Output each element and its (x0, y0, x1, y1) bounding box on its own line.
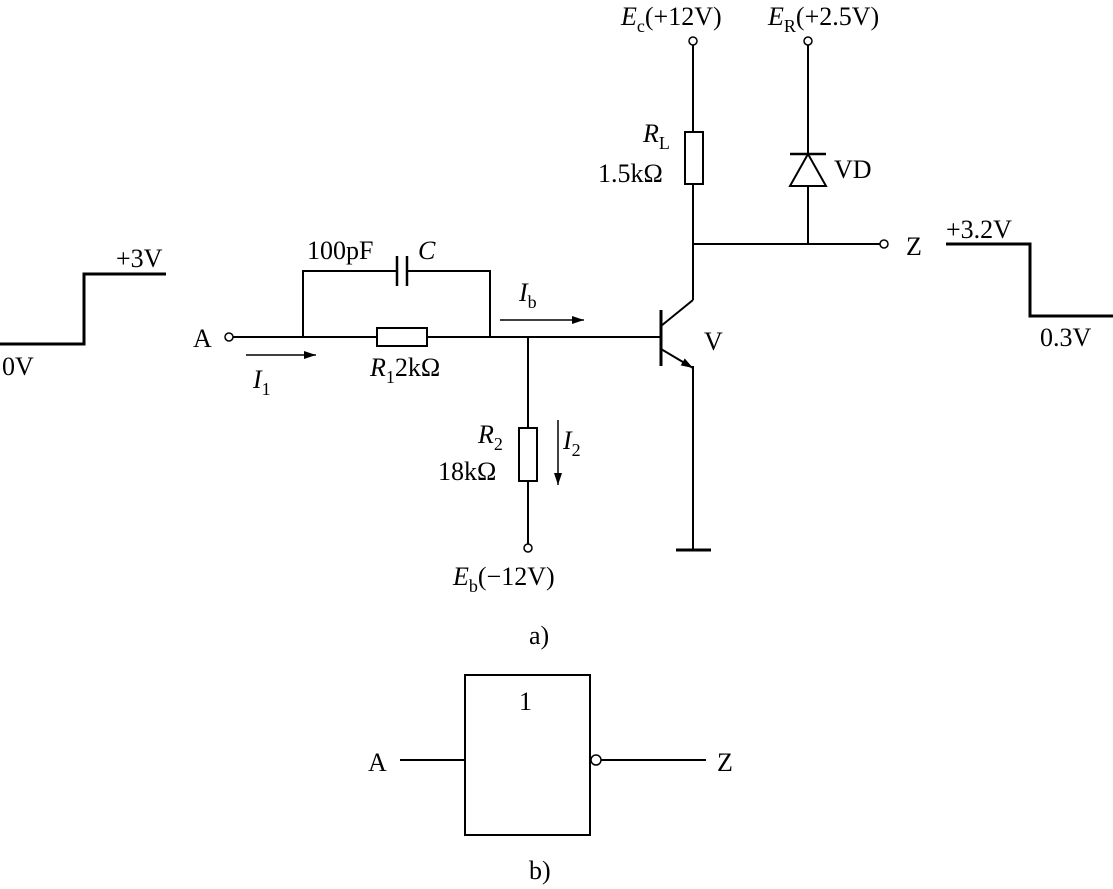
ec-subscript: c (637, 16, 645, 36)
ec-symbol: E (620, 2, 637, 31)
output-high-label: +3.2V (946, 215, 1012, 244)
ec-value: (+12V) (645, 2, 722, 31)
input-low-label: 0V (2, 352, 34, 381)
i1-symbol: I (252, 365, 263, 394)
r2-value: 18kΩ (438, 457, 496, 486)
resistor-r2: R2 18kΩ (438, 337, 538, 553)
transistor-label: V (704, 327, 723, 356)
svg-text:Ec(+12V): Ec(+12V) (620, 2, 722, 36)
output-waveform: +3.2V 0.3V (946, 215, 1113, 352)
gate-box (464, 674, 591, 836)
diode-vd: VD (788, 36, 872, 244)
i2-subscript: 2 (572, 440, 581, 460)
current-i2: I2 (554, 420, 581, 485)
eb-terminal (523, 543, 533, 553)
input-waveform: 0V +3V (0, 244, 166, 381)
not-gate: 1 A Z (368, 674, 733, 836)
ec-terminal (688, 36, 698, 46)
gate-input-label: A (368, 748, 387, 777)
ib-symbol: I (518, 278, 529, 307)
current-ib: Ib (500, 278, 584, 324)
gate-symbol: 1 (519, 687, 532, 716)
eb-value: (−12V) (478, 562, 555, 591)
eb-symbol: E (452, 562, 469, 591)
svg-text:Eb(−12V): Eb(−12V) (452, 562, 555, 596)
svg-text:R2: R2 (477, 420, 503, 454)
er-subscript: R (784, 16, 796, 36)
r1-symbol: R (369, 353, 386, 382)
output-terminal-z (879, 239, 889, 249)
er-terminal (803, 36, 813, 46)
transistor-v: V (645, 299, 723, 552)
caption-a: a) (529, 621, 549, 650)
capacitor-name: C (418, 236, 436, 265)
r1-subscript: 1 (386, 367, 395, 387)
i2-symbol: I (562, 426, 573, 455)
i1-subscript: 1 (262, 379, 271, 399)
er-value: (+2.5V) (796, 2, 879, 31)
rl-symbol: R (642, 119, 659, 148)
rl-subscript: L (659, 133, 670, 153)
resistor-rl: RL 1.5kΩ (598, 36, 704, 300)
capacitor-c: 100pF C (302, 236, 491, 337)
node-a-label: A (193, 324, 212, 353)
rl-value: 1.5kΩ (598, 159, 663, 188)
svg-text:I1: I1 (252, 365, 271, 399)
ib-subscript: b (528, 292, 537, 312)
node-z-label: Z (906, 232, 922, 261)
svg-text:ER(+2.5V): ER(+2.5V) (767, 2, 879, 36)
input-high-label: +3V (116, 244, 163, 273)
caption-b: b) (529, 856, 551, 885)
output-low-label: 0.3V (1040, 323, 1092, 352)
current-i1: I1 (246, 351, 316, 399)
svg-text:Ib: Ib (518, 278, 537, 312)
input-terminal-a (224, 332, 234, 342)
diode-label: VD (834, 155, 872, 184)
eb-subscript: b (469, 576, 478, 596)
r2-subscript: 2 (494, 434, 503, 454)
r1-value: 2kΩ (395, 353, 440, 382)
gate-output-label: Z (717, 748, 733, 777)
inversion-bubble (590, 754, 602, 766)
svg-text:R12kΩ: R12kΩ (369, 353, 440, 387)
resistor-r1: R12kΩ (369, 327, 440, 387)
capacitor-value: 100pF (307, 236, 373, 265)
er-symbol: E (767, 2, 784, 31)
svg-text:I2: I2 (562, 426, 581, 460)
svg-text:RL: RL (642, 119, 670, 153)
r2-symbol: R (477, 420, 494, 449)
